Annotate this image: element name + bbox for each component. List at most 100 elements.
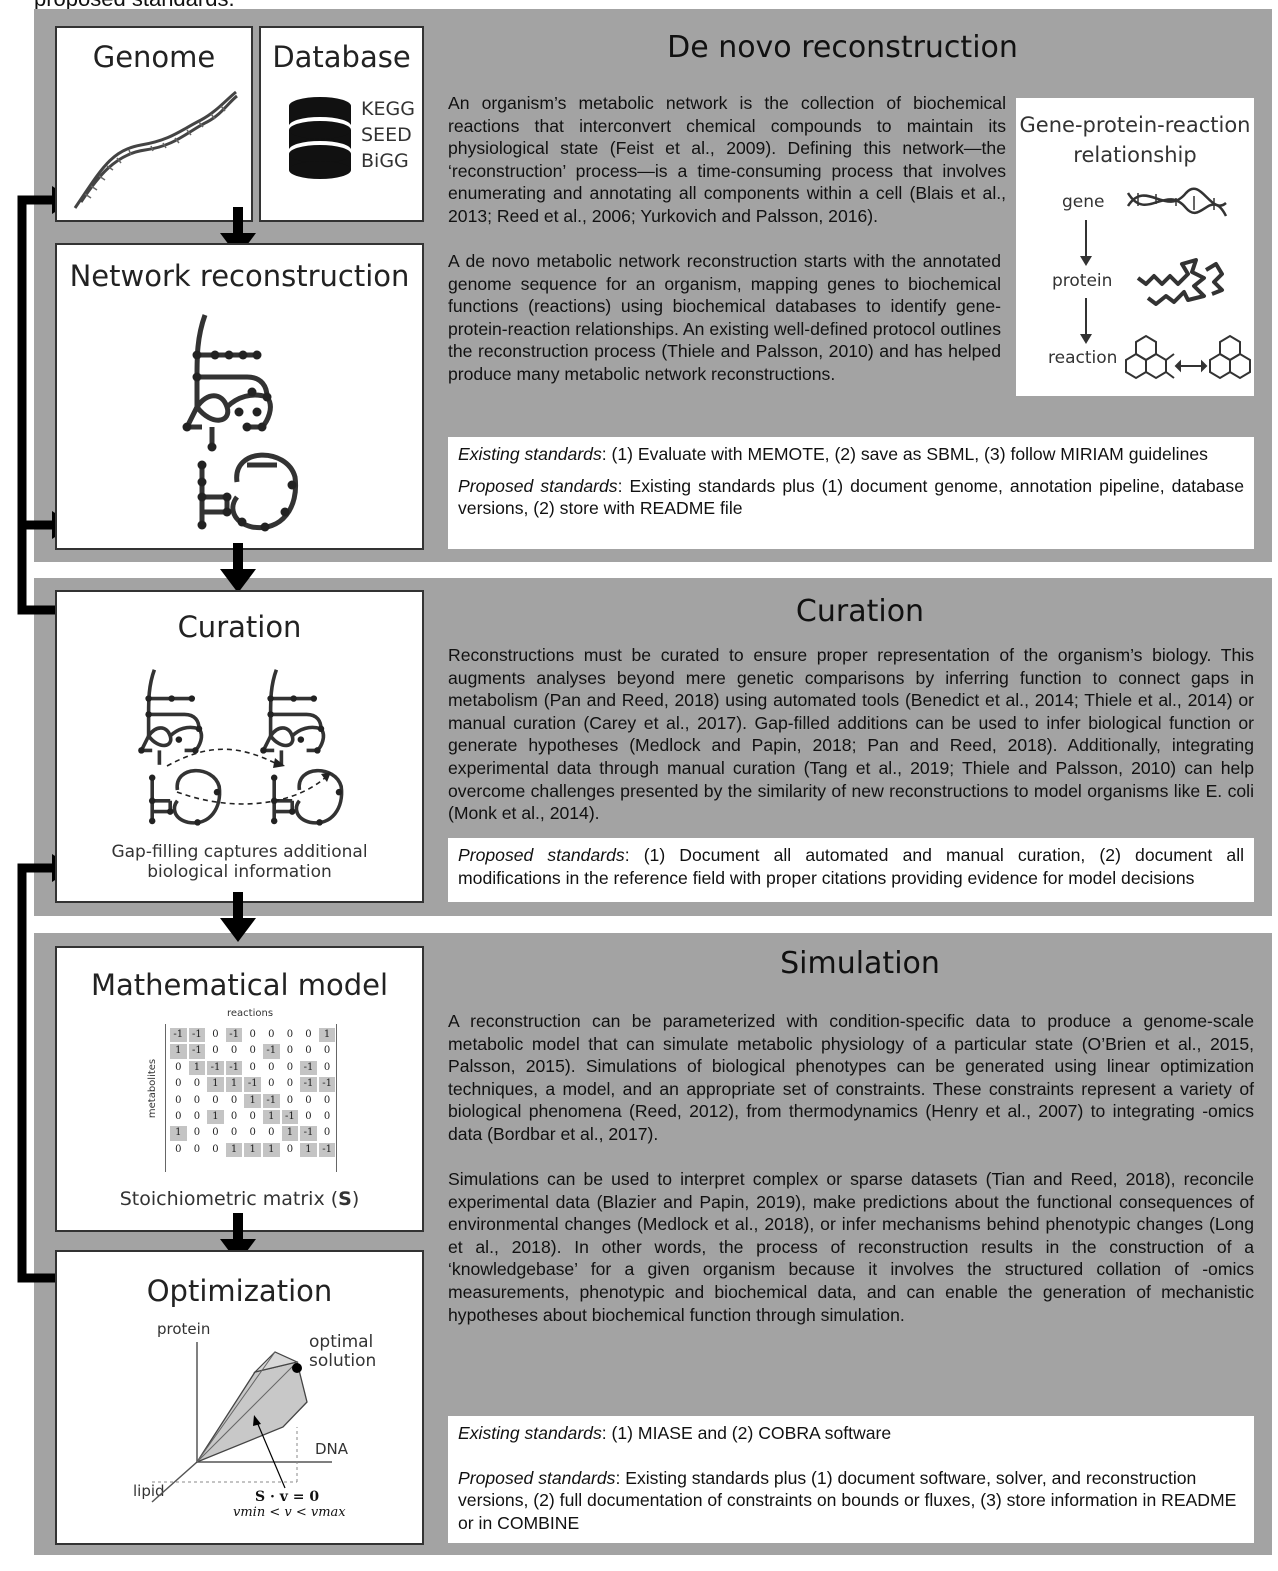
gpr-dna-icon [1126, 187, 1228, 217]
gap-filling-caption-2: biological information [147, 862, 332, 882]
network-reconstruction-label: Network reconstruction [69, 259, 410, 293]
matrix-cell: 0 [193, 1143, 201, 1155]
database-kegg: KEGG [361, 98, 415, 120]
caption-text: Stoichiometric matrix ( [119, 1188, 339, 1210]
matrix-cell: 0 [268, 1127, 275, 1139]
matrix-cell: 0 [193, 1078, 201, 1090]
de-novo-existing-standards: Existing standards: (1) Evaluate with ME… [458, 443, 1244, 466]
proposed-label: Proposed standards [458, 475, 618, 496]
existing-text: : (1) MIASE and (2) COBRA software [601, 1423, 892, 1443]
matrix-cell: 1 [207, 1077, 224, 1092]
matrix-cell: 1 [244, 1142, 261, 1158]
matrix-cell: -1 [263, 1044, 280, 1059]
constraint-equation-2: vmin < v < vmax [233, 1505, 346, 1520]
existing-text: : (1) Evaluate with MEMOTE, (2) save as … [601, 444, 1208, 464]
matrix-cell: 0 [212, 1045, 219, 1057]
optimal-solution-label-1: optimal [309, 1332, 374, 1352]
caption-end: ) [351, 1188, 360, 1210]
matrix-cell: -1 [188, 1044, 206, 1059]
axis-lipid-label: lipid [133, 1482, 165, 1500]
matrix-cell: 0 [305, 1029, 312, 1040]
gpr-diagram [1080, 187, 1251, 380]
gpr-title: Gene-protein-reaction relationship [1019, 113, 1251, 167]
matrix-cell: 0 [249, 1111, 256, 1122]
matrix-cell: 1 [170, 1044, 187, 1059]
matrix-cell: 0 [286, 1094, 294, 1106]
matrix-cell: 1 [281, 1126, 299, 1141]
proposed-text: : Existing standards plus (1) document g… [458, 475, 1245, 519]
optimization-box: Optimization protein optimal solution DN… [55, 1250, 424, 1545]
matrix-cell: -1 [318, 1077, 336, 1092]
flux-cone-plot [151, 1342, 332, 1503]
matrix-cell: 0 [230, 1045, 238, 1057]
matrix-cell: 1 [318, 1028, 336, 1043]
existing-label: Existing standards [458, 1423, 602, 1443]
de-novo-title: De novo reconstruction [667, 30, 1018, 65]
arrow-curation-to-model [220, 892, 256, 942]
matrix-cell: -1 [225, 1060, 243, 1076]
matrix-cell: 0 [268, 1061, 275, 1073]
gap-filling-graph-icon [138, 669, 344, 826]
matrix-cell: 0 [286, 1143, 294, 1155]
feedback-arrow-to-curation [17, 863, 72, 1283]
caption-fragment: proposed standards. [34, 0, 235, 12]
constraint-equation-1: S · v = 0 [255, 1489, 320, 1505]
gpr-reaction-label: reaction [1048, 348, 1118, 368]
de-novo-standards-box: Existing standards: (1) Evaluate with ME… [448, 437, 1254, 549]
mathematical-model-box: Mathematical model reactions metabolites… [55, 946, 424, 1232]
matrix-cell: 1 [244, 1093, 261, 1108]
curation-title: Curation [795, 594, 925, 629]
matrix-cell: 0 [212, 1143, 219, 1155]
arrow-network-to-curation [220, 543, 256, 593]
matrix-cell: 0 [249, 1045, 256, 1057]
stoichiometric-matrix-caption: Stoichiometric matrix (S) [57, 1188, 422, 1210]
matrix-cell: 0 [286, 1029, 294, 1040]
matrix-cell: 0 [175, 1143, 182, 1155]
optimization-label: Optimization [146, 1274, 333, 1308]
proposed-label: Proposed standards [458, 845, 625, 865]
matrix-cell: 1 [188, 1060, 206, 1076]
matrix-cell: -1 [300, 1060, 317, 1076]
simulation-existing-standards: Existing standards: (1) MIASE and (2) CO… [458, 1422, 1244, 1445]
simulation-standards-box: Existing standards: (1) MIASE and (2) CO… [448, 1416, 1254, 1543]
matrix-cell: 0 [175, 1078, 182, 1090]
matrix-cell: 0 [268, 1078, 275, 1090]
database-bigg: BiGG [361, 150, 409, 172]
matrix-cell: 0 [193, 1127, 201, 1139]
matrix-cell: -1 [207, 1060, 224, 1076]
matrix-cell: -1 [188, 1028, 206, 1043]
matrix-cell: 0 [268, 1029, 275, 1040]
database-icon [289, 97, 351, 179]
matrix-cell: 0 [230, 1127, 238, 1139]
network-reconstruction-box: Network reconstruction [55, 243, 424, 550]
matrix-reactions-label: reactions [227, 1008, 274, 1019]
matrix-cell: -1 [170, 1028, 187, 1043]
matrix-cell: 0 [323, 1127, 331, 1139]
proposed-text: : (1) Document all automated and manual … [458, 845, 1245, 888]
matrix-cell: 0 [305, 1111, 312, 1122]
matrix-cell: 0 [286, 1078, 294, 1090]
simulation-paragraph-2: Simulations can be used to interpret com… [448, 1169, 1254, 1325]
feedback-arrow-to-genome [17, 195, 72, 615]
matrix-cell: -1 [318, 1142, 336, 1158]
caption-bold: S [338, 1188, 352, 1210]
matrix-cell: 0 [323, 1045, 331, 1057]
matrix-cell: -1 [244, 1077, 261, 1092]
genome-box: Genome [55, 26, 253, 222]
matrix-cell: 0 [249, 1127, 256, 1139]
optimal-solution-label-2: solution [309, 1351, 377, 1371]
matrix-cell: 0 [212, 1127, 219, 1139]
curation-standards-box: Proposed standards: (1) Document all aut… [448, 838, 1254, 902]
dna-helix-icon [73, 90, 238, 209]
matrix-cell: 0 [305, 1094, 312, 1106]
gpr-reaction-molecules [1125, 334, 1251, 380]
matrix-cell: -1 [300, 1077, 317, 1092]
matrix-cell: 1 [225, 1142, 243, 1158]
matrix-cell: 0 [212, 1029, 219, 1040]
matrix-cell: -1 [300, 1126, 317, 1141]
database-label: Database [272, 40, 411, 74]
matrix-cell: 1 [263, 1142, 280, 1158]
matrix-cell: -1 [225, 1028, 243, 1043]
gpr-protein-icon [1136, 258, 1224, 306]
matrix-cell: 0 [193, 1094, 201, 1106]
